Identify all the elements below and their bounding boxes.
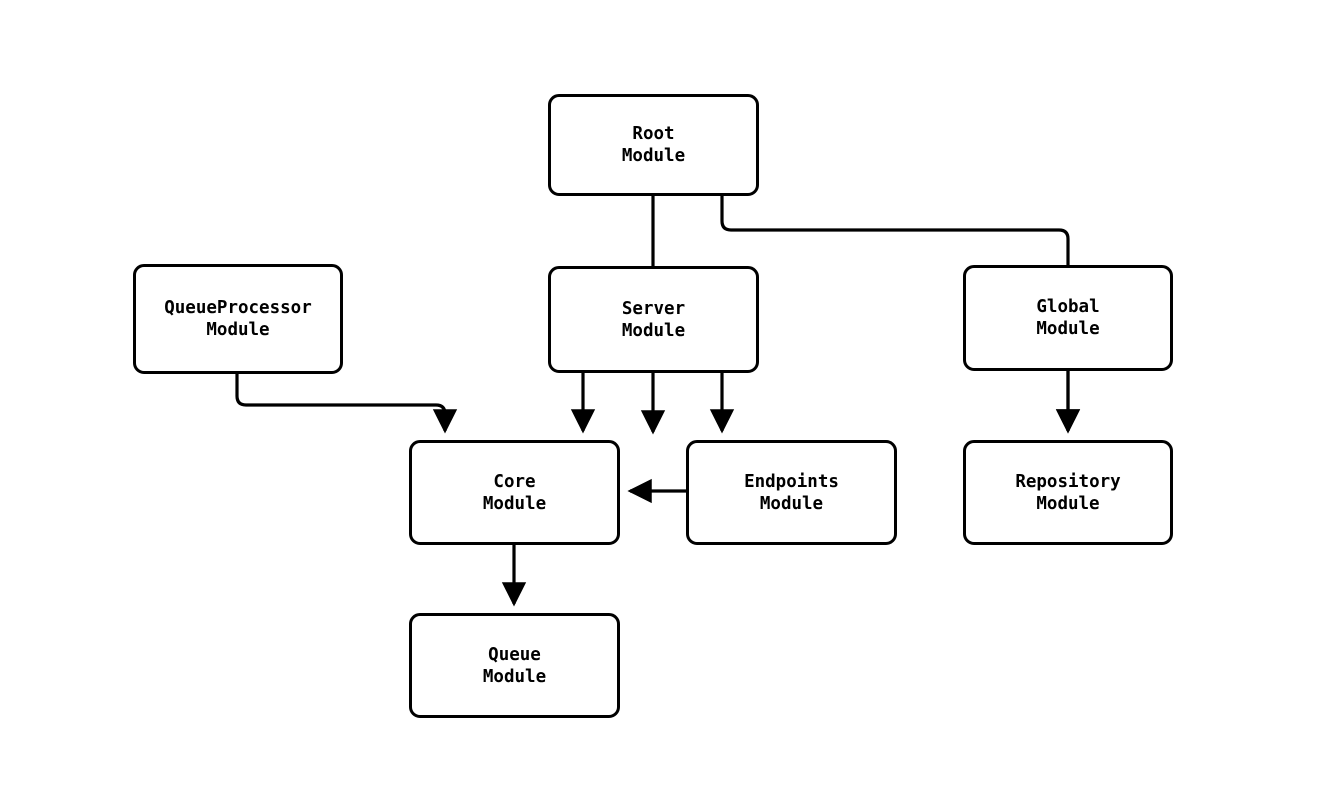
node-core-module[interactable]: Core Module — [409, 440, 620, 545]
node-endpoints-module[interactable]: Endpoints Module — [686, 440, 897, 545]
node-root-module[interactable]: Root Module — [548, 94, 759, 196]
node-endpoints-module-label: Endpoints Module — [744, 471, 839, 514]
node-core-module-label: Core Module — [482, 471, 547, 514]
node-queueprocessor-module-label: QueueProcessor Module — [164, 298, 312, 340]
node-global-module-label: Global Module — [1036, 297, 1100, 339]
node-server-module-label: Server Module — [621, 298, 686, 341]
node-repository-module[interactable]: Repository Module — [963, 440, 1173, 545]
node-global-module[interactable]: Global Module — [963, 265, 1173, 371]
edge-queueprocessor-to-core — [235, 374, 458, 434]
node-queue-module[interactable]: Queue Module — [409, 613, 620, 718]
node-root-module-label: Root Module — [621, 124, 686, 166]
node-queue-module-label: Queue Module — [482, 644, 547, 687]
node-repository-module-label: Repository Module — [1015, 471, 1121, 514]
node-queueprocessor-module[interactable]: QueueProcessor Module — [133, 264, 343, 374]
node-server-module[interactable]: Server Module — [548, 266, 759, 373]
